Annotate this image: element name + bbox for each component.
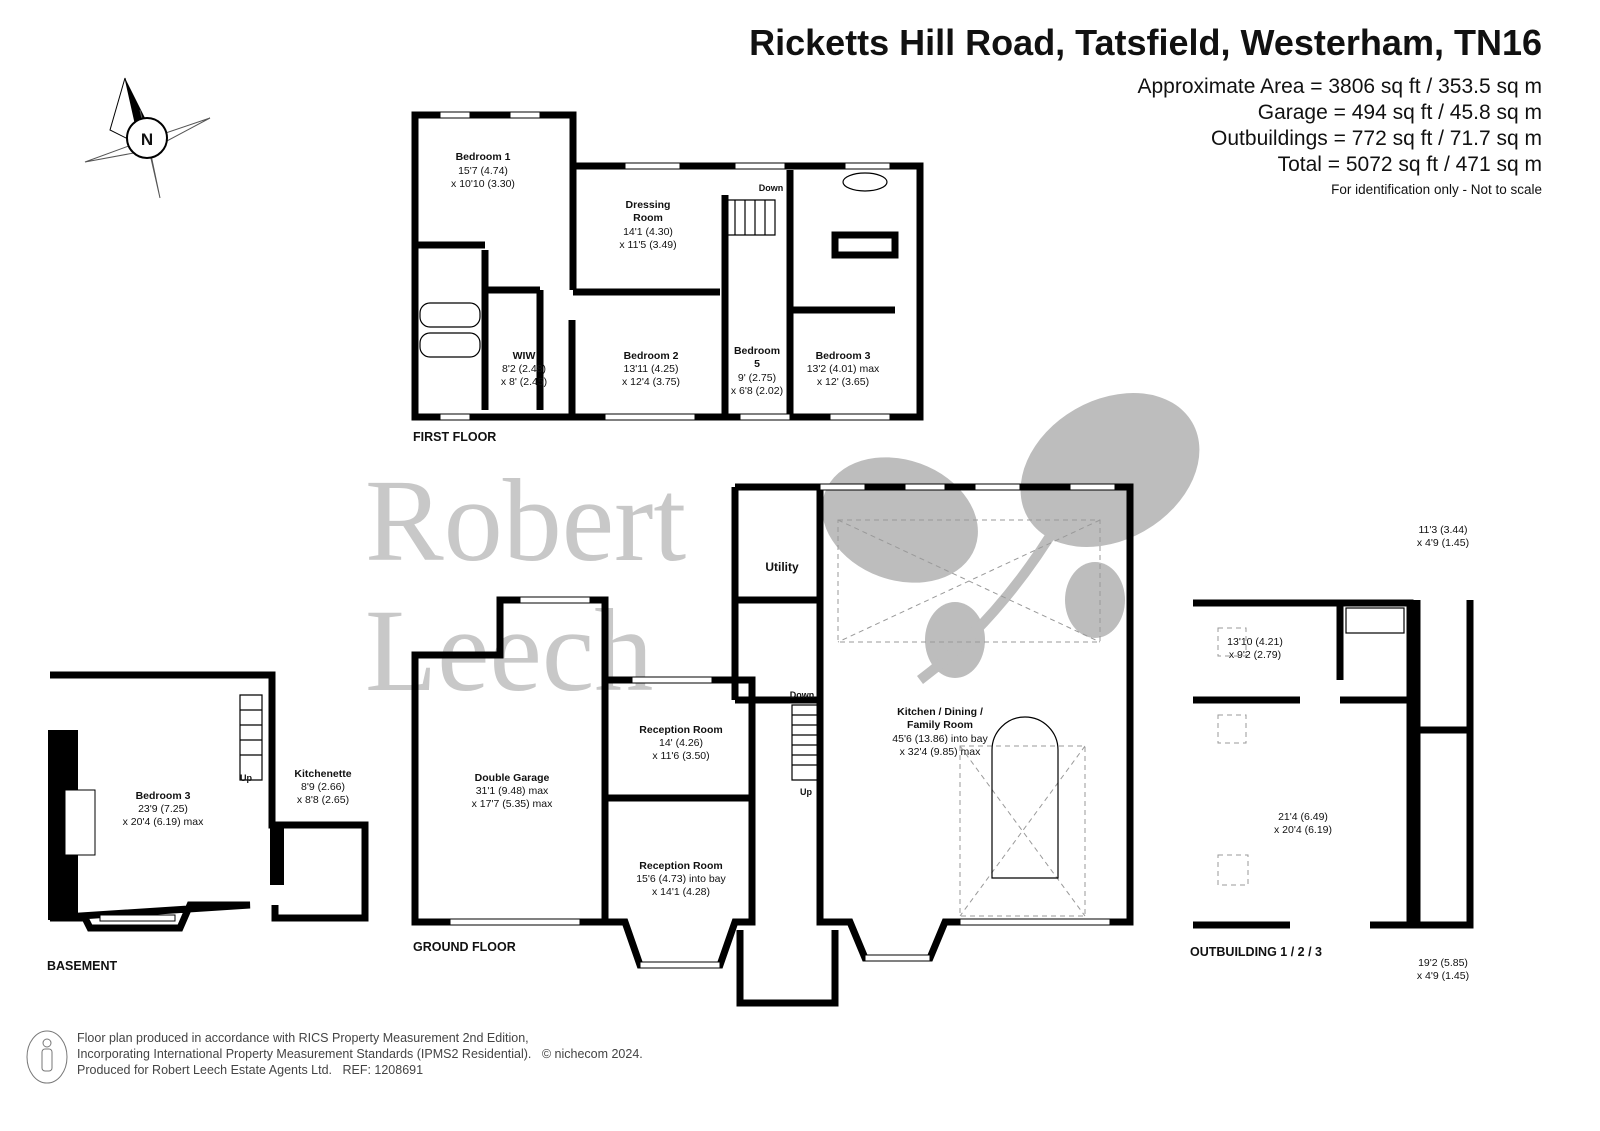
room-dimension: x 14'1 (4.28) bbox=[652, 886, 710, 898]
room-dimension: 9' (2.75) bbox=[738, 372, 776, 384]
footer-line: Floor plan produced in accordance with R… bbox=[77, 1031, 529, 1045]
room-name: Kitchenette bbox=[294, 768, 351, 780]
room-name: Bedroom bbox=[734, 345, 780, 357]
room-dimension: 8'2 (2.48) bbox=[502, 363, 546, 375]
first-floor-plan bbox=[411, 111, 924, 421]
room-dimension: x 17'7 (5.35) max bbox=[472, 798, 554, 810]
ground-floor-plan bbox=[411, 483, 1134, 1007]
room-dimension: 13'11 (4.25) bbox=[624, 363, 679, 375]
room-name: Utility bbox=[765, 560, 799, 574]
compass-north-icon: N bbox=[84, 77, 211, 199]
oak-leaf-logo bbox=[822, 392, 1200, 684]
room-name: Double Garage bbox=[475, 772, 550, 784]
property-address: Ricketts Hill Road, Tatsfield, Westerham… bbox=[749, 22, 1542, 63]
room-dimension: 31'1 (9.48) max bbox=[476, 785, 549, 797]
room-dimension: x 20'4 (6.19) max bbox=[123, 816, 205, 828]
room-dimension: 14' (4.26) bbox=[659, 737, 703, 749]
room-name: Bedroom 1 bbox=[456, 151, 511, 163]
room-name: Reception Room bbox=[639, 860, 722, 872]
compass-label: N bbox=[141, 130, 153, 149]
room-dimension: x 12'4 (3.75) bbox=[622, 376, 680, 388]
room-dimension: 8'9 (2.66) bbox=[301, 781, 345, 793]
room-dimension: x 8'8 (2.65) bbox=[297, 794, 349, 806]
footer-disclaimer: Floor plan produced in accordance with R… bbox=[77, 1030, 643, 1078]
room-name: WIW bbox=[513, 350, 536, 362]
room-dimension: x 11'5 (3.49) bbox=[619, 239, 676, 251]
room-dimension: x 4'9 (1.45) bbox=[1417, 970, 1469, 982]
room-dimension: 19'2 (5.85) bbox=[1418, 957, 1468, 969]
room-name: Family Room bbox=[907, 719, 973, 731]
identification-note: For identification only - Not to scale bbox=[1331, 182, 1542, 197]
room-name: Room bbox=[633, 212, 663, 224]
room-dimension: 15'6 (4.73) into bay bbox=[636, 873, 726, 885]
room-dimension: x 11'6 (3.50) bbox=[652, 750, 709, 762]
room-name: Reception Room bbox=[639, 724, 722, 736]
area-outbuildings: Outbuildings = 772 sq ft / 71.7 sq m bbox=[1211, 127, 1542, 150]
room-dimension: x 32'4 (9.85) max bbox=[900, 746, 982, 758]
watermark-leech: Leech bbox=[365, 585, 653, 716]
room-name: Bedroom 3 bbox=[816, 350, 871, 362]
footer-text: Produced for Robert Leech Estate Agents … bbox=[77, 1063, 333, 1077]
room-dimension: 11'3 (3.44) bbox=[1418, 524, 1467, 536]
room-name: Dressing bbox=[626, 199, 671, 211]
reference-number: REF: 1208691 bbox=[342, 1063, 424, 1077]
watermark-robert: Robert bbox=[365, 455, 686, 586]
room-dimension: 23'9 (7.25) bbox=[138, 803, 188, 815]
floor-label-first: FIRST FLOOR bbox=[413, 430, 496, 444]
room-dimension: 14'1 (4.30) bbox=[623, 226, 673, 238]
room-name: Kitchen / Dining / bbox=[897, 706, 983, 718]
room-dimension: x 6'8 (2.02) bbox=[731, 385, 783, 397]
area-summary: Approximate Area = 3806 sq ft / 353.5 sq… bbox=[1138, 74, 1543, 197]
room-name: 5 bbox=[754, 358, 760, 370]
footer-line: Produced for Robert Leech Estate Agents … bbox=[77, 1062, 643, 1078]
area-garage: Garage = 494 sq ft / 45.8 sq m bbox=[1257, 101, 1542, 124]
outbuilding-plan bbox=[1193, 599, 1474, 929]
floor-label-basement: BASEMENT bbox=[47, 959, 118, 973]
stairs-label: Up bbox=[240, 773, 252, 783]
room-dimension: x 4'9 (1.45) bbox=[1417, 537, 1469, 549]
room-dimension: 13'2 (4.01) max bbox=[807, 363, 880, 375]
room-dimension: 13'10 (4.21) bbox=[1227, 636, 1283, 648]
basement-plan bbox=[48, 671, 369, 932]
room-dimension: x 12' (3.65) bbox=[817, 376, 869, 388]
stairs-label: Down bbox=[790, 690, 815, 700]
room-name: Bedroom 3 bbox=[136, 790, 191, 802]
area-total: Total = 5072 sq ft / 471 sq m bbox=[1277, 153, 1542, 176]
room-dimension: x 8' (2.45) bbox=[501, 376, 547, 388]
stairs-label: Up bbox=[800, 787, 812, 797]
room-dimension: 15'7 (4.74) bbox=[458, 165, 508, 177]
copyright: © nichecom 2024. bbox=[541, 1047, 643, 1061]
footer-line: Incorporating International Property Mea… bbox=[77, 1046, 643, 1062]
room-name: Bedroom 2 bbox=[624, 350, 679, 362]
footer-text: Incorporating International Property Mea… bbox=[77, 1047, 532, 1061]
room-dimension: 21'4 (6.49) bbox=[1278, 811, 1328, 823]
room-dimension: x 10'10 (3.30) bbox=[451, 178, 515, 190]
room-dimension: x 9'2 (2.79) bbox=[1229, 649, 1281, 661]
floor-label-ground: GROUND FLOOR bbox=[413, 940, 516, 954]
room-dimension: 45'6 (13.86) into bay bbox=[892, 733, 988, 745]
area-approximate: Approximate Area = 3806 sq ft / 353.5 sq… bbox=[1137, 75, 1543, 98]
room-dimension: x 20'4 (6.19) bbox=[1274, 824, 1332, 836]
floor-label-outbuilding: OUTBUILDING 1 / 2 / 3 bbox=[1190, 945, 1322, 959]
person-scale-icon bbox=[26, 1030, 68, 1084]
stairs-label: Down bbox=[759, 183, 784, 193]
